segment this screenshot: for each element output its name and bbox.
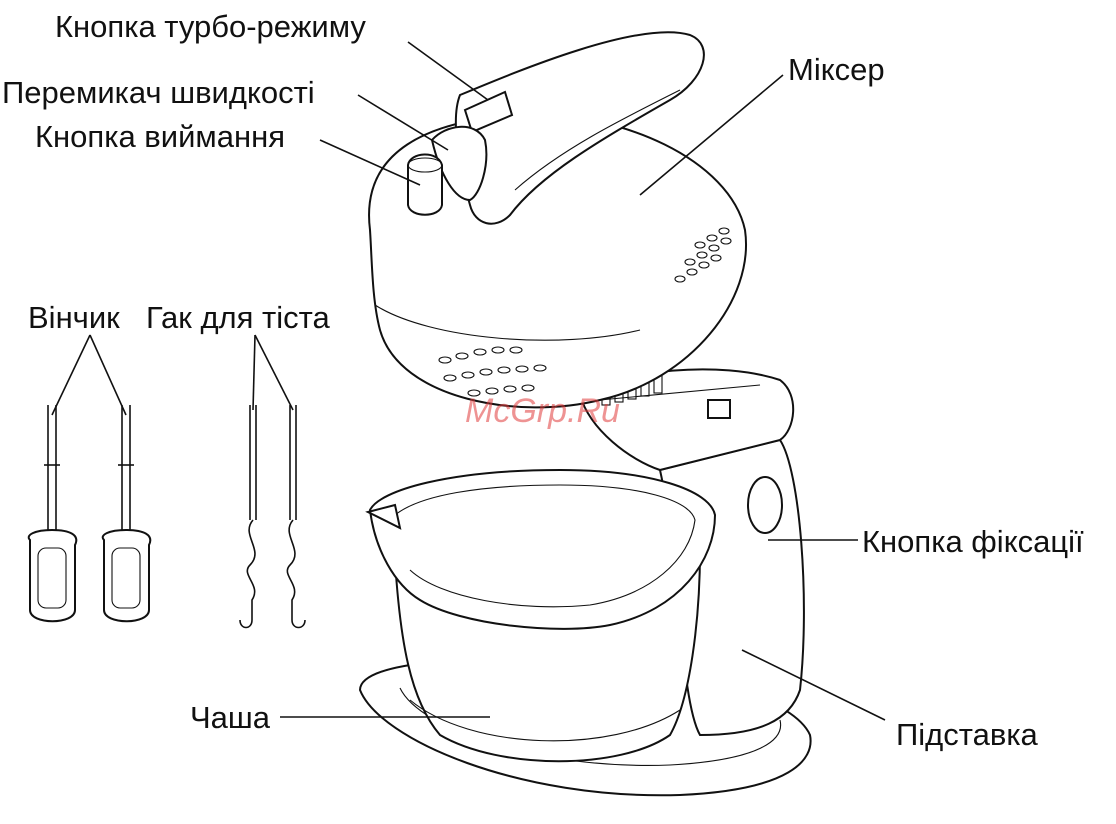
whisk-pair [29, 405, 151, 621]
label-eject-button: Кнопка виймання [35, 119, 285, 154]
label-dough-hook: Гак для тіста [146, 300, 330, 335]
label-lock-button: Кнопка фіксації [862, 524, 1084, 559]
label-whisk: Вінчик [28, 300, 120, 335]
label-turbo-button: Кнопка турбо-режиму [55, 9, 366, 44]
watermark: McGrp.Ru [465, 392, 620, 430]
dough-hook-pair [240, 405, 305, 628]
mixer-unit [369, 32, 746, 407]
label-stand: Підставка [896, 717, 1039, 752]
label-speed-switch: Перемикач швидкості [2, 75, 315, 110]
label-bowl: Чаша [190, 700, 271, 735]
lock-button-part [748, 477, 782, 533]
label-mixer: Міксер [788, 52, 885, 87]
eject-button-part [408, 154, 442, 214]
